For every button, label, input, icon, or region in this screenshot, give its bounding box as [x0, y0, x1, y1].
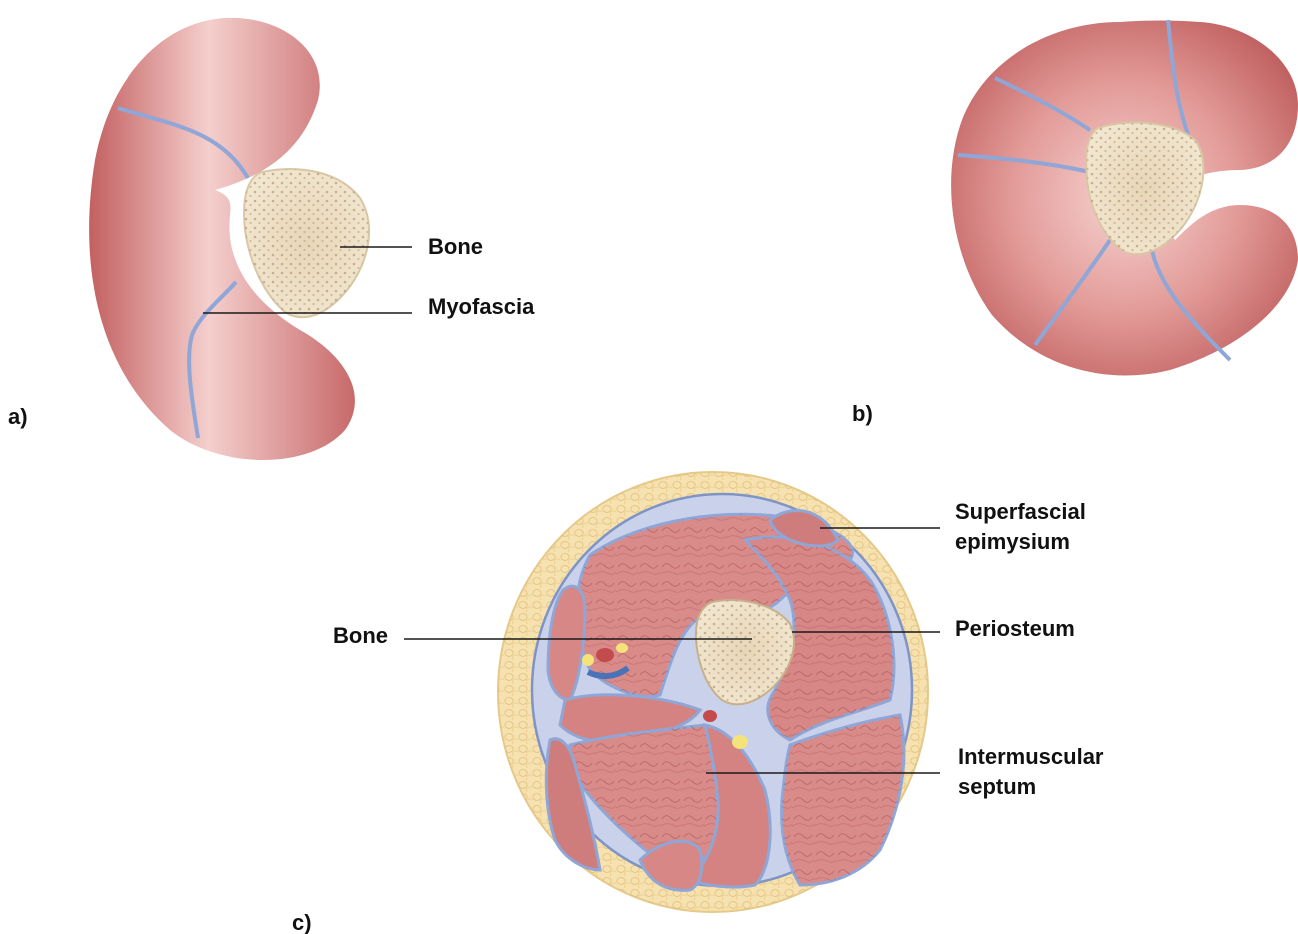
- panel-c-superfascial-label-line2: epimysium: [955, 529, 1070, 554]
- panel-c-tag: c): [292, 910, 312, 934]
- panel-a: Bone Myofascia a): [8, 18, 535, 460]
- panel-a-tag: a): [8, 404, 28, 429]
- panel-b: b): [852, 20, 1298, 426]
- panel-c-superfascial-label-line1: Superfascial: [955, 499, 1086, 524]
- panel-c-intermuscular-label-line2: septum: [958, 774, 1036, 799]
- panel-a-myofascia-label: Myofascia: [428, 294, 535, 319]
- panel-b-tag: b): [852, 401, 873, 426]
- panel-c: Superfascial epimysium Periosteum Bone I…: [292, 472, 1104, 934]
- panel-c-intermuscular-label-line1: Intermuscular: [958, 744, 1104, 769]
- panel-a-bone-label: Bone: [428, 234, 483, 259]
- panel-c-periosteum-label: Periosteum: [955, 616, 1075, 641]
- panel-c-bone-label: Bone: [333, 623, 388, 648]
